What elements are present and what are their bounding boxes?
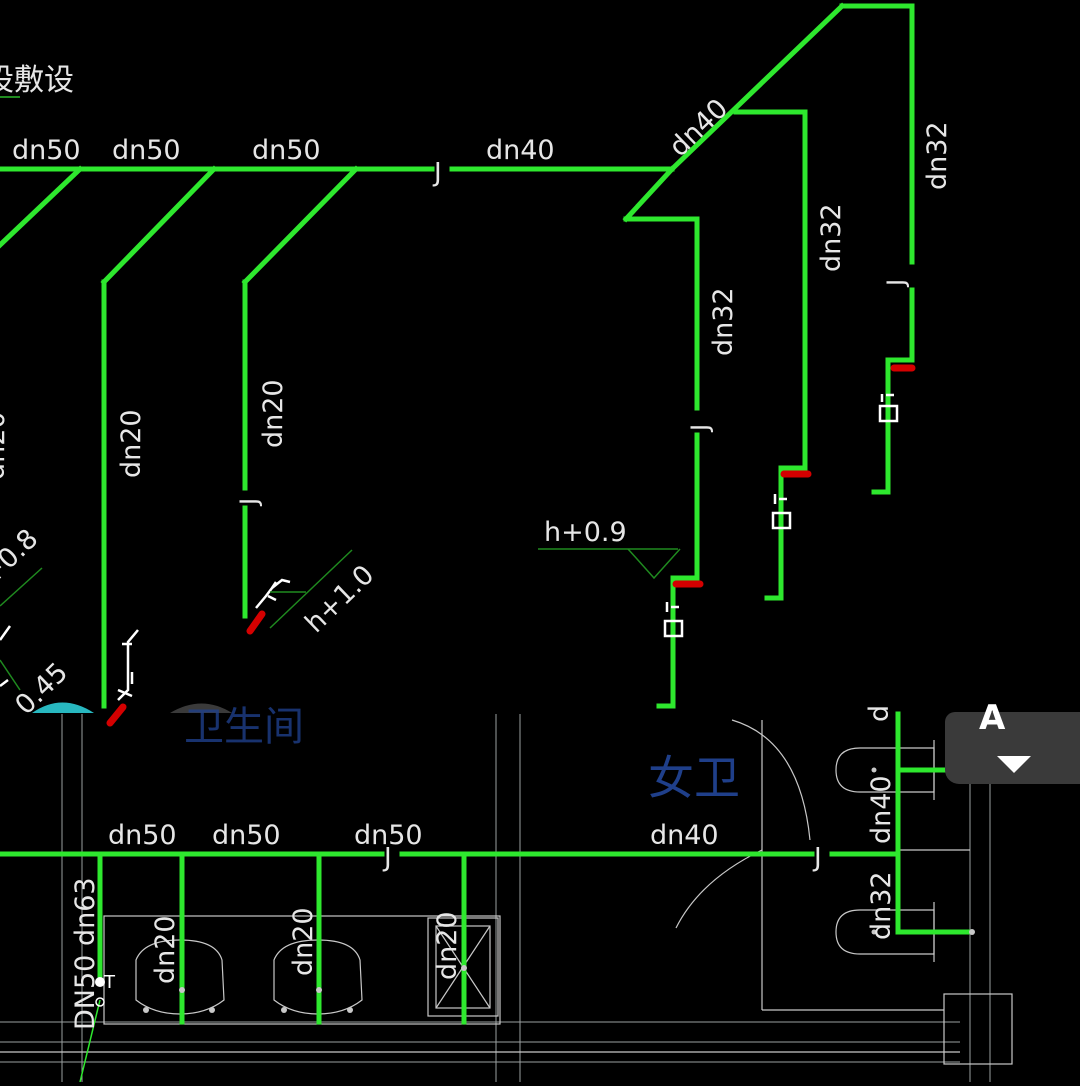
size-label: dn40	[486, 135, 555, 166]
size-label: dn20	[288, 907, 319, 976]
size-label: dn50	[354, 820, 423, 851]
drain-fixture	[32, 702, 94, 713]
riser-point	[95, 997, 105, 1007]
size-label: dn50	[108, 820, 177, 851]
handwritten-room-label: 女卫	[648, 751, 740, 805]
pipe-node	[461, 965, 467, 971]
chevron-down-icon[interactable]	[997, 756, 1031, 773]
j-marker: J	[235, 498, 263, 507]
view-cube-label: A	[979, 698, 1010, 738]
valve-icon	[878, 393, 899, 423]
elevation-label: h+1.0	[299, 559, 380, 639]
riser-tag: T	[103, 972, 116, 993]
j-marker: J	[882, 279, 910, 288]
size-label: dn50	[12, 135, 81, 166]
size-label: dn32	[816, 203, 847, 272]
elevation-label: h+0.9	[544, 517, 627, 548]
riser-point	[95, 977, 105, 987]
size-label: dn32	[922, 121, 953, 190]
size-label: dn50	[112, 135, 181, 166]
urinal-fixture	[273, 939, 363, 1015]
size-label: dn50	[212, 820, 281, 851]
size-label: dn32	[708, 287, 739, 356]
red-end-cap	[246, 610, 266, 635]
size-label-fragment: d	[864, 705, 895, 722]
valve-icon	[771, 494, 792, 530]
view-navigation-widget[interactable]: A	[945, 698, 1080, 784]
j-marker: J	[686, 424, 714, 433]
j-marker: J	[812, 843, 822, 873]
elevation-label: h+0.8	[0, 523, 44, 603]
size-label: dn40	[663, 93, 734, 163]
j-marker: J	[432, 158, 442, 188]
size-label: dn20	[432, 911, 463, 980]
elevation-leader	[0, 567, 43, 691]
upper-main-pipe	[0, 2, 915, 709]
smudged-room-label: 卫生间	[184, 704, 304, 750]
faucet-icon	[117, 629, 139, 701]
urinal-fixture	[135, 939, 225, 1015]
size-label: dn32	[866, 871, 897, 940]
size-label: dn40	[650, 820, 719, 851]
j-marker: J	[382, 843, 392, 873]
size-label: dn50	[252, 135, 321, 166]
drain-fixture	[170, 703, 232, 713]
top-left-note: 设敷设	[0, 63, 74, 98]
size-label: dn20	[150, 915, 181, 984]
faucet-icon	[255, 578, 291, 609]
pipe-node	[969, 929, 975, 935]
riser-leader	[79, 999, 101, 1083]
size-label: dn20	[0, 411, 11, 480]
floor-plan-walls	[0, 714, 1013, 1082]
red-end-cap	[106, 703, 127, 727]
lower-main-pipe	[0, 711, 973, 1025]
size-label: dn20	[258, 379, 289, 448]
size-label: dn20	[116, 409, 147, 478]
valve-icon	[663, 602, 684, 638]
size-label: dn40	[866, 775, 897, 844]
size-label: DN50	[70, 955, 101, 1030]
faucet-icon	[0, 625, 12, 687]
elevation-triangle	[538, 548, 681, 580]
pipe-node	[179, 987, 185, 993]
elevation-leader	[269, 549, 353, 629]
size-label: dn63	[70, 877, 101, 946]
pipe-node	[316, 987, 322, 993]
